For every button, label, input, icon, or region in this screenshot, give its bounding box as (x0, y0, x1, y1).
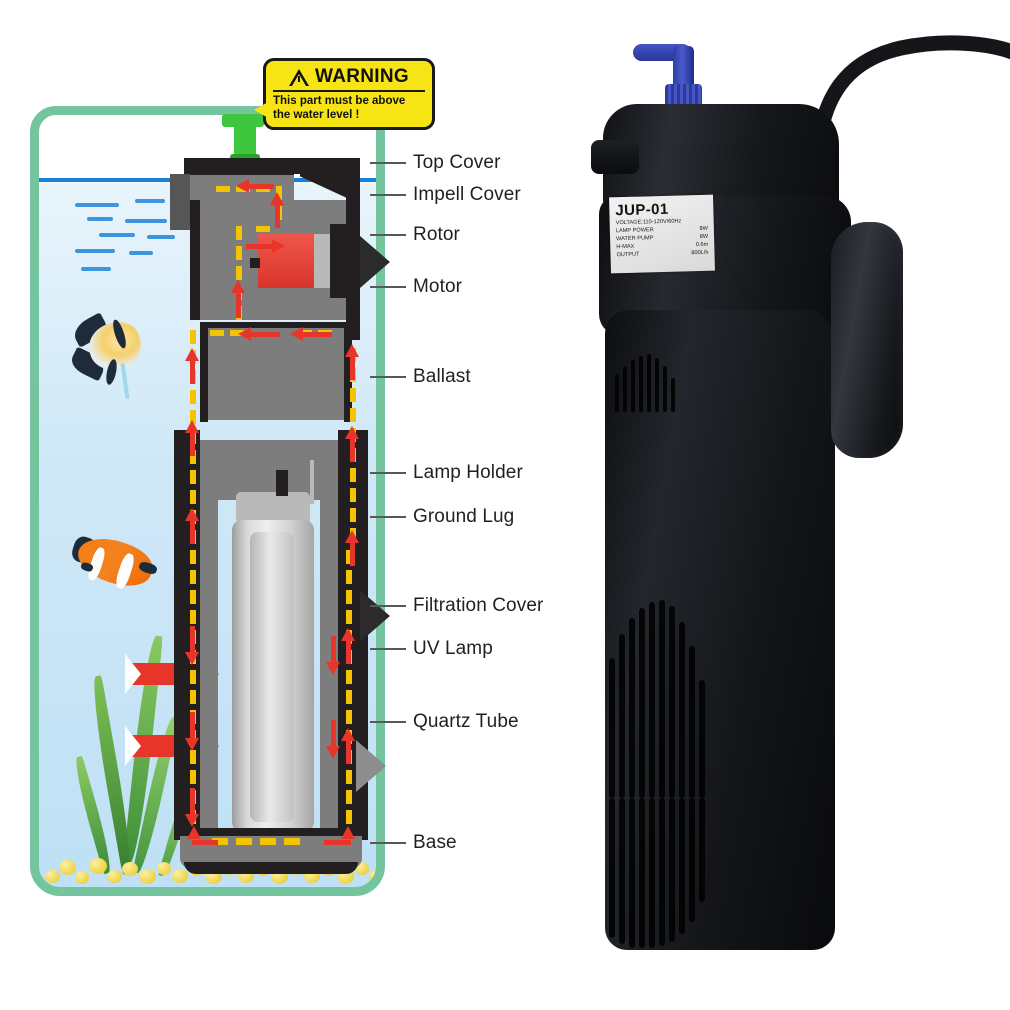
callout-ballast: Ballast (370, 366, 471, 388)
nameplate-spec-key: OUTPUT (616, 251, 640, 259)
ground-wire (310, 460, 314, 504)
base-rim (176, 828, 366, 836)
callout-label: Ballast (413, 366, 471, 387)
pump-chamber-left-wall (190, 200, 200, 320)
callout-label: Impell Cover (413, 184, 521, 205)
warning-callout-tail (254, 101, 270, 119)
nameplate-spec-value: 8W (699, 233, 709, 241)
side-fin-base (356, 740, 386, 792)
callout-ground-lug: Ground Lug (370, 506, 514, 528)
impell-cover-edge (184, 170, 294, 175)
ground-lug (276, 470, 288, 496)
uv-lamp (250, 532, 294, 822)
nameplate-spec-value: 9W (699, 225, 708, 233)
callout-leader-line (370, 648, 406, 650)
side-fin-upper (360, 236, 390, 288)
callout-label: Ground Lug (413, 506, 515, 527)
cutaway-diagram: WARNING This part must be above the wate… (30, 58, 543, 896)
ballast-frame-right (344, 322, 352, 422)
warning-text: This part must be above the water level … (273, 92, 425, 122)
callout-leader-line (370, 376, 406, 378)
callout-label: Filtration Cover (413, 595, 544, 616)
intake-vent-slots (609, 798, 729, 948)
nameplate-spec-key: WATER PUMP (616, 235, 654, 243)
warning-label: WARNING This part must be above the wate… (254, 58, 435, 130)
base-foot (184, 862, 358, 874)
intake-vent-slots (609, 598, 729, 798)
rotor-shaft (250, 258, 260, 268)
warning-heading-row: WARNING (273, 66, 425, 92)
callout-leader-line (370, 516, 406, 518)
callout-rotor: Rotor (370, 224, 460, 246)
callout-motor: Motor (370, 276, 462, 298)
inlet-port (591, 140, 639, 174)
callout-label: Base (413, 832, 457, 853)
callout-quartz-tube: Quartz Tube (370, 711, 519, 733)
power-cord (809, 35, 1010, 168)
warning-line-2: the water level ! (273, 108, 360, 121)
rotor (258, 234, 314, 288)
inlet-neck (170, 174, 190, 230)
callout-impell-cover: Impell Cover (370, 184, 521, 206)
warning-line-1: This part must be above (273, 95, 406, 107)
callout-base: Base (370, 832, 457, 854)
callout-label: Top Cover (413, 152, 501, 173)
filtration-media-right (320, 440, 338, 830)
callout-leader-line (370, 162, 406, 164)
callout-top-cover: Top Cover (370, 152, 501, 174)
lamp-holder-cap (236, 492, 310, 524)
warning-triangle-icon (289, 68, 310, 86)
side-fin-lower (360, 590, 390, 642)
nameplate-spec-row: OUTPUT 800L/h (616, 249, 708, 259)
ballast-frame (200, 322, 352, 328)
callout-label: Quartz Tube (413, 711, 519, 732)
intake-vent-slots (613, 352, 693, 412)
callout-filtration-cover: Filtration Cover (370, 595, 543, 617)
callout-leader-line (370, 721, 406, 723)
callout-leader-line (370, 194, 406, 196)
pump-chamber-wall (346, 180, 360, 340)
nameplate-spec-value: 800L/h (691, 249, 709, 257)
callout-leader-line (370, 286, 406, 288)
warning-heading: WARNING (315, 66, 409, 87)
callout-label: UV Lamp (413, 638, 493, 659)
ballast-frame-left (200, 322, 208, 422)
callout-uv-lamp: UV Lamp (370, 638, 493, 660)
suction-cup-bracket (831, 222, 903, 458)
callout-label: Rotor (413, 224, 460, 245)
callout-label: Lamp Holder (413, 462, 523, 483)
uv-filter-cutaway (150, 114, 390, 874)
ballast (208, 328, 344, 420)
callout-leader-line (370, 234, 406, 236)
callout-leader-line (370, 842, 406, 844)
filtration-media-left (200, 440, 218, 830)
callout-leader-line (370, 472, 406, 474)
motor-winding (314, 234, 330, 288)
callout-leader-line (370, 605, 406, 607)
callout-lamp-holder: Lamp Holder (370, 462, 523, 484)
filtration-cover-left (174, 430, 200, 840)
motor (330, 224, 348, 298)
callout-label: Motor (413, 276, 463, 297)
